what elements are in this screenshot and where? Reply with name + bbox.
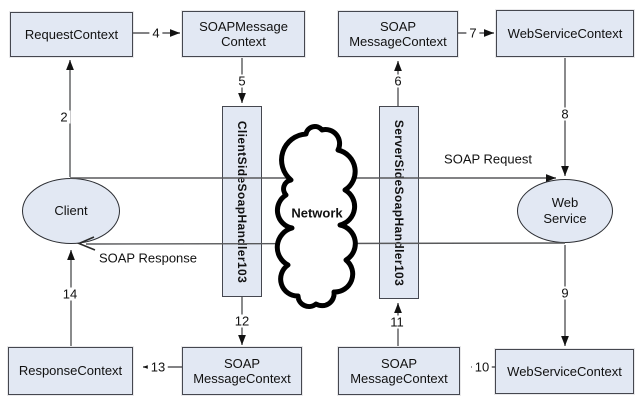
- node-request-context: RequestContext: [10, 12, 133, 57]
- node-label: SOAP MessageContext: [193, 355, 291, 386]
- node-web-service-context-bottom: WebServiceContext: [495, 349, 634, 394]
- node-label: ServerSideSoapHandler103: [392, 119, 406, 286]
- step-label-12: 12: [231, 314, 253, 328]
- step-label-11: 11: [387, 315, 407, 329]
- node-label: ResponseContext: [18, 363, 123, 379]
- step-label-6: 6: [391, 74, 405, 88]
- node-soap-message-context-top-right: SOAP MessageContext: [338, 11, 458, 57]
- step-label-4: 4: [149, 26, 163, 40]
- network-label: Network: [291, 205, 343, 221]
- node-label: Web Service: [543, 195, 587, 226]
- node-response-context: ResponseContext: [8, 347, 133, 395]
- node-label: WebServiceContext: [507, 363, 622, 379]
- step-label-8: 8: [558, 107, 572, 121]
- node-web-service-context-top: WebServiceContext: [496, 10, 634, 57]
- soap-response-label: SOAP Response: [98, 250, 198, 266]
- node-web-service: Web Service: [517, 179, 613, 243]
- step-label-9: 9: [558, 286, 572, 300]
- node-label: SOAP MessageContext: [350, 355, 448, 386]
- soap-request-label: SOAP Request: [444, 151, 532, 167]
- node-soap-message-context-bottom-right: SOAP MessageContext: [338, 347, 460, 395]
- node-label: ClientSideSoapHandler103: [235, 120, 249, 283]
- node-soap-message-context-bottom-left: SOAP MessageContext: [182, 347, 302, 395]
- node-server-side-soap-handler: ServerSideSoapHandler103: [379, 106, 419, 299]
- node-label: WebServiceContext: [507, 25, 623, 41]
- step-label-13: 13: [147, 360, 169, 374]
- step-label-5: 5: [235, 74, 249, 88]
- node-soap-message-context-top-left: SOAPMessage Context: [182, 11, 305, 57]
- step-label-7: 7: [466, 26, 480, 40]
- node-label: SOAPMessage Context: [199, 18, 288, 49]
- node-client: Client: [22, 178, 120, 244]
- node-label: RequestContext: [24, 26, 119, 42]
- node-client-side-soap-handler: ClientSideSoapHandler103: [222, 106, 262, 297]
- node-label: Client: [54, 203, 88, 219]
- step-label-2: 2: [57, 110, 71, 124]
- step-label-14: 14: [59, 287, 81, 301]
- node-label: SOAP MessageContext: [349, 18, 447, 49]
- edge-soap-response: [85, 242, 566, 245]
- step-label-10: 10: [471, 360, 493, 374]
